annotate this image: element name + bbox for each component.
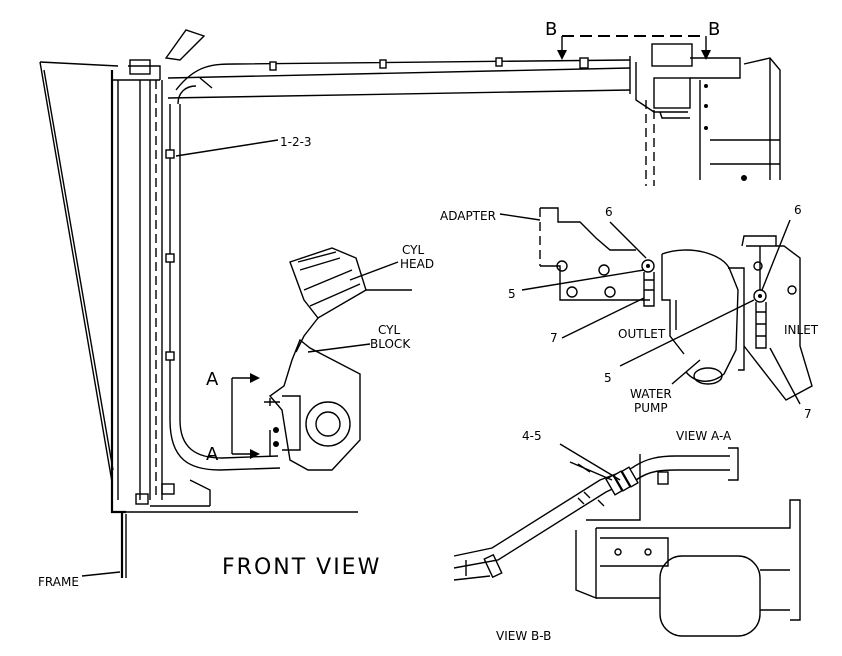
callout-6-right: 6	[794, 203, 802, 217]
line-clips	[165, 57, 589, 361]
section-a-indicator	[231, 373, 260, 459]
front-view-title: FRONT VIEW	[222, 555, 381, 580]
callout-6-left: 6	[605, 205, 613, 219]
cyl-block-label-line2: BLOCK	[370, 337, 411, 351]
water-pump-detail	[499, 207, 813, 405]
water-pump-label-line1: WATER	[630, 387, 672, 401]
cylinder-head	[289, 247, 412, 353]
view-b-b-label: VIEW B-B	[496, 629, 551, 643]
front-view-drawing	[39, 29, 781, 578]
callout-5-bottom: 5	[604, 371, 612, 385]
section-a-top-label: A	[206, 369, 219, 390]
section-b-right-label: B	[708, 19, 720, 40]
water-pump-label-line2: PUMP	[634, 401, 668, 415]
inlet-label: INLET	[784, 323, 819, 337]
section-a-bottom-label: A	[206, 444, 219, 465]
adapter-label: ADAPTER	[440, 209, 496, 223]
cyl-block-label-line1: CYL	[378, 323, 400, 337]
cylinder-block	[264, 338, 361, 471]
callout-5-left: 5	[508, 287, 516, 301]
section-b-left-label: B	[545, 19, 557, 40]
frame-label: FRAME	[38, 575, 79, 589]
callout-1-2-3: 1-2-3	[280, 135, 312, 149]
section-b-indicator	[557, 35, 711, 60]
cyl-head-label-line2: HEAD	[400, 257, 434, 271]
view-a-a-label: VIEW A-A	[676, 429, 732, 443]
view-b-b-detail	[453, 443, 801, 637]
outlet-label: OUTLET	[618, 327, 666, 341]
callout-7-left: 7	[550, 331, 558, 345]
callout-7-right: 7	[804, 407, 812, 421]
callout-4-5: 4-5	[522, 429, 542, 443]
hose-clamps-4-5	[605, 466, 639, 496]
cyl-head-label-line1: CYL	[402, 243, 424, 257]
